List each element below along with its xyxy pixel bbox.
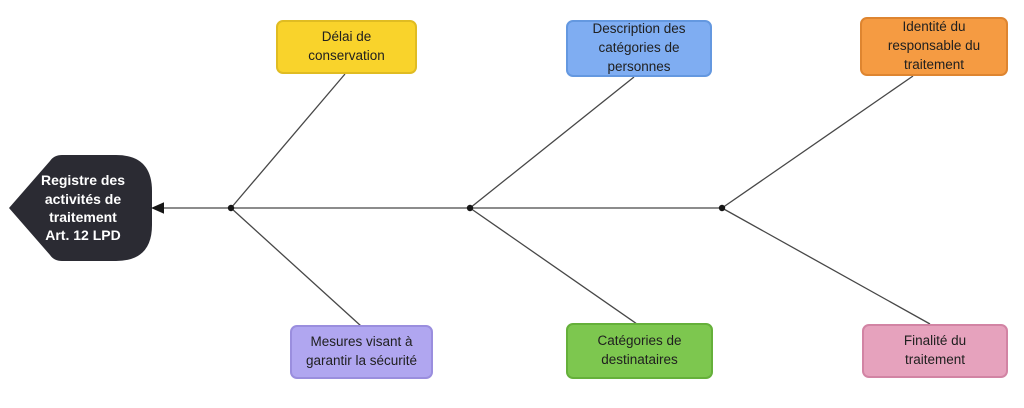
node-label: Finalité du traitement (903, 333, 967, 367)
node-description-categories-personnes: Description des catégories de personnes (566, 20, 712, 77)
node-identite-responsable: Identité du responsable du traitement (860, 17, 1008, 76)
node-label: Description des catégories de personnes (592, 21, 686, 74)
node-label: Délai de conservation (308, 29, 385, 63)
node-mesures-securite: Mesures visant à garantir la sécurité (290, 325, 433, 379)
spine-arrowhead-icon (151, 202, 164, 214)
node-label: Identité du responsable du traitement (887, 19, 981, 72)
branch-line-description-categories (469, 76, 635, 209)
junction-dot (718, 204, 726, 212)
node-delai-conservation: Délai de conservation (276, 20, 417, 74)
branch-line-mesures-securite (230, 207, 362, 327)
branch-line-delai-conservation (230, 73, 346, 209)
node-label: Catégories de destinataires (597, 333, 682, 367)
junction-dot (466, 204, 474, 212)
head-node-shape (9, 155, 152, 261)
junction-dot (227, 204, 235, 212)
node-label: Mesures visant à garantir la sécurité (305, 334, 418, 368)
branch-line-identite-responsable (721, 75, 914, 209)
head-node-label: Registre des activités de traitement Art… (40, 172, 126, 244)
branch-line-categories-destinataires (469, 207, 638, 325)
node-finalite-traitement: Finalité du traitement (862, 324, 1008, 378)
node-categories-destinataires: Catégories de destinataires (566, 323, 713, 379)
branch-line-finalite-traitement (721, 207, 931, 325)
